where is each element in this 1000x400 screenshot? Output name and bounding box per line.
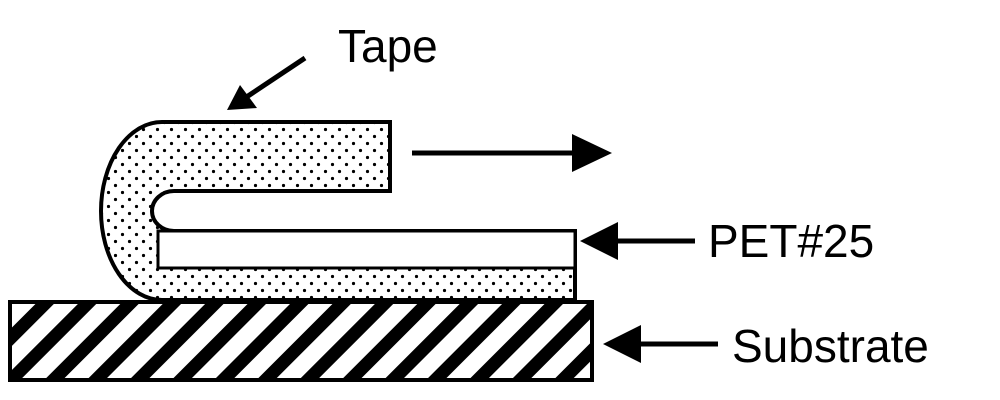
substrate-block [8,300,594,382]
substrate-label: Substrate [732,320,929,372]
tape-label: Tape [338,20,438,72]
substrate-pointer-arrow [603,325,718,363]
pet-pointer-arrow [580,222,695,260]
tape-pointer-arrow [227,55,307,110]
pull-direction-arrow [412,134,612,172]
pet-film [156,229,577,270]
pet-label: PET#25 [708,215,874,267]
tape-band [98,120,577,302]
